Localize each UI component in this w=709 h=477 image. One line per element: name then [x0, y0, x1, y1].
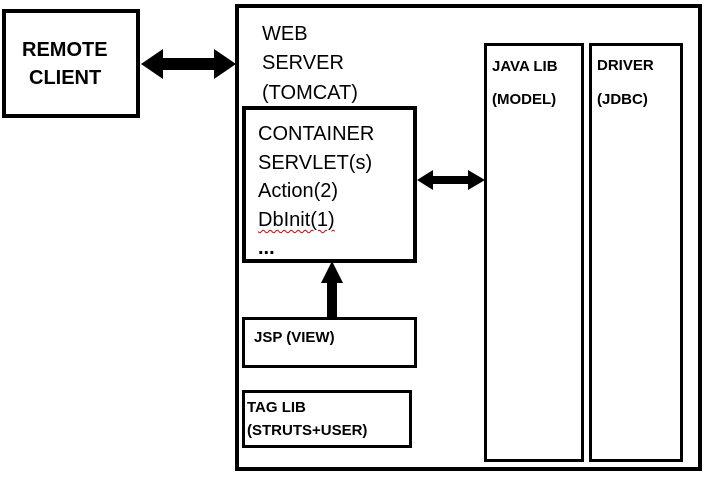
jsp-view-box — [242, 317, 417, 368]
taglib-line1: TAG LIB — [247, 399, 306, 416]
web-server-box — [235, 4, 702, 471]
web-server-line3: (TOMCAT) — [262, 82, 358, 104]
driver-line2: (JDBC) — [597, 91, 648, 108]
driver-box — [589, 43, 683, 462]
web-server-line2: SERVER — [262, 52, 344, 74]
container-javalib-arrow — [417, 170, 485, 190]
client-server-arrow — [141, 49, 236, 79]
java-lib-box — [484, 43, 584, 462]
remote-client-line2: CLIENT — [29, 67, 102, 89]
container-line-dbinit: DbInit(1) — [258, 209, 335, 231]
taglib-line2: (STRUTS+USER) — [247, 422, 368, 439]
jsp-container-arrow — [321, 261, 343, 318]
jsp-view-label: JSP (VIEW) — [254, 329, 335, 346]
container-line-ellipsis: ... — [258, 237, 275, 259]
container-line-servlets: SERVLET(s) — [258, 152, 373, 174]
remote-client-line1: REMOTE — [22, 39, 108, 61]
remote-client-box — [2, 9, 140, 118]
java-lib-line1: JAVA LIB — [492, 58, 558, 75]
container-box — [242, 106, 417, 263]
driver-line1: DRIVER — [597, 57, 654, 74]
taglib-box — [242, 390, 412, 448]
container-line-action: Action(2) — [258, 180, 339, 202]
java-lib-line2: (MODEL) — [492, 91, 557, 108]
container-line-container: CONTAINER — [258, 123, 375, 145]
web-server-line1: WEB — [262, 23, 308, 45]
